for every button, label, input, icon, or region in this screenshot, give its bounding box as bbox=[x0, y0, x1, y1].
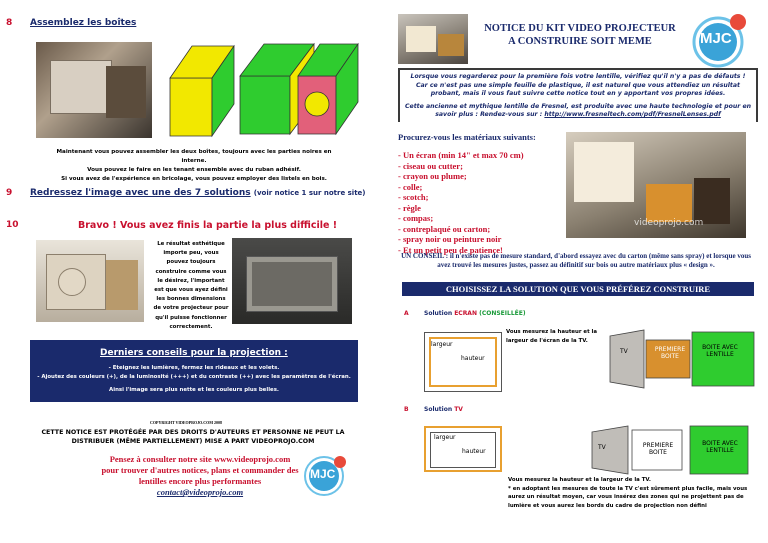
option-b-tv-label: TV bbox=[598, 444, 606, 451]
advice-line-2: - Ajoutez des couleurs (+), de la lumino… bbox=[37, 374, 351, 380]
material-item: - Un écran (min 14" et max 70 cm) bbox=[398, 150, 524, 160]
logo-small-text: MJC bbox=[310, 467, 336, 481]
logo-main: MJC bbox=[690, 10, 754, 70]
option-b-note: * en adoptant les mesures de toute la TV… bbox=[508, 485, 748, 509]
contact-email-link[interactable]: contact@videoprojo.com bbox=[156, 487, 244, 497]
intro-paragraph-2: Cette ancienne et mythique lentille de F… bbox=[404, 103, 752, 120]
protected-notice: CETTE NOTICE EST PROTÉGÉE PAR DES DROITS… bbox=[41, 429, 345, 445]
promo-text: Pensez à consulter notre site www.videop… bbox=[100, 454, 300, 498]
material-item: - spray noir ou peinture noir bbox=[398, 234, 502, 244]
logo-small: MJC bbox=[302, 450, 352, 500]
copyright: COPYRIGHT VIDEOPROJO.COM 2008 bbox=[150, 420, 222, 425]
choose-banner: CHOISISSEZ LA SOLUTION QUE VOUS PRÉFÉREZ… bbox=[402, 282, 754, 296]
intro-paragraph-1: Lorsque vous regarderez pour la première… bbox=[410, 73, 746, 97]
option-b-letter: B bbox=[404, 406, 409, 413]
page-title-line-1: NOTICE DU KIT VIDEO PROJECTEUR bbox=[484, 23, 676, 34]
option-a-ecran: ECRAN bbox=[454, 310, 477, 317]
assembly-photo bbox=[36, 42, 152, 138]
option-a-tv-label: TV bbox=[620, 348, 628, 355]
material-item: - colle; bbox=[398, 181, 423, 192]
section-8-number: 8 bbox=[6, 18, 13, 28]
page-title: NOTICE DU KIT VIDEO PROJECTEUR A CONSTRU… bbox=[470, 22, 690, 48]
projector-photo-2 bbox=[232, 238, 352, 324]
section-9-number: 9 bbox=[6, 188, 13, 198]
room-photo: videoprojo.com bbox=[566, 132, 746, 238]
box-diagrams bbox=[169, 42, 359, 138]
option-b-label: Solution bbox=[424, 406, 453, 413]
option-a-letter: A bbox=[404, 310, 409, 317]
page-title-line-2: A CONSTRUIRE SOIT MEME bbox=[508, 36, 652, 47]
material-item: - ciseau ou cutter; bbox=[398, 160, 463, 171]
material-item: - compas; bbox=[398, 213, 434, 223]
option-b-tv-diagram: largeur hauteur bbox=[424, 426, 502, 472]
fresnel-link[interactable]: http://www.fresneltech.com/pdf/FresnelLe… bbox=[544, 111, 721, 118]
option-b-tv: TV bbox=[454, 406, 463, 413]
option-b-text: Vous mesurez la hauteur et la largeur de… bbox=[508, 476, 754, 510]
intro-paragraph-2-text: Cette ancienne et mythique lentille de F… bbox=[404, 102, 752, 119]
assemble-instructions: Maintenant vous pouvez assembler les deu… bbox=[44, 148, 344, 184]
box-diagram-3 bbox=[297, 42, 359, 136]
header-photo bbox=[398, 14, 468, 64]
material-item: - contreplaqué ou carton; bbox=[398, 223, 491, 234]
option-b-largeur: largeur bbox=[434, 434, 456, 441]
materials-title: Procurez-vous les matériaux suivants: bbox=[398, 132, 536, 142]
option-a-label: Solution bbox=[424, 310, 453, 317]
option-a-lens-box-label: BOITE AVEC LENTILLE bbox=[702, 344, 738, 358]
option-b-first-box-label: PREMIERE BOITE bbox=[642, 442, 674, 456]
assemble-line-1: Maintenant vous pouvez assembler les deu… bbox=[56, 149, 332, 164]
option-a-largeur: largeur bbox=[431, 341, 453, 348]
option-a-first-box-label: PREMIERE BOITE bbox=[654, 346, 686, 360]
material-item: - scotch; bbox=[398, 192, 429, 202]
option-b-lens-box-label: BOITE AVEC LENTILLE bbox=[702, 440, 738, 454]
assemble-line-2: Vous pouvez le faire en les tenant ensem… bbox=[87, 167, 301, 173]
material-item: - crayon ou plume; bbox=[398, 171, 467, 181]
option-b-projector-diagram bbox=[591, 425, 749, 475]
assemble-line-3: Si vous avez de l'expérience en bricolag… bbox=[61, 176, 327, 182]
section-10-title: Bravo ! Vous avez finis la partie la plu… bbox=[78, 220, 338, 231]
option-a-title: Solution ECRAN (CONSEILLÉE) bbox=[424, 310, 526, 317]
option-b-hauteur: hauteur bbox=[462, 448, 486, 455]
option-a-conseil: (CONSEILLÉE) bbox=[479, 310, 526, 317]
section-9-heading: Redressez l'image avec une des 7 solutio… bbox=[30, 188, 366, 198]
material-item: - Et un petit peu de patience! bbox=[398, 244, 503, 255]
option-a-desc: Vous mesurez la hauteur et la largeur de… bbox=[506, 329, 598, 344]
conseil-text: UN CONSEIL : il n'existe pas de mesure s… bbox=[401, 252, 751, 269]
section-9-note: (voir notice 1 sur notre site) bbox=[253, 189, 366, 197]
advice-lines: - Eteignez les lumières, fermez les ride… bbox=[30, 364, 358, 395]
intro-box: Lorsque vous regarderez pour la première… bbox=[400, 70, 756, 123]
advice-title: Derniers conseils pour la projection : bbox=[100, 348, 288, 358]
watermark: videoprojo.com bbox=[634, 218, 704, 228]
option-b-title: Solution TV bbox=[424, 406, 463, 413]
option-a-hauteur: hauteur bbox=[461, 355, 485, 362]
material-item: - règle bbox=[398, 202, 421, 213]
option-a-projector-diagram bbox=[609, 329, 755, 389]
option-b-desc: Vous mesurez la hauteur et la largeur de… bbox=[508, 477, 651, 483]
promo-line: Pensez à consulter notre site www.videop… bbox=[101, 454, 299, 486]
section-10-number: 10 bbox=[6, 220, 19, 230]
option-a-tv-diagram: largeur hauteur bbox=[424, 332, 502, 392]
advice-box: Derniers conseils pour la projection : -… bbox=[30, 340, 358, 402]
result-text: Le résultat esthétique importe peu, vous… bbox=[153, 241, 229, 330]
section-9-title: Redressez l'image avec une des 7 solutio… bbox=[30, 188, 251, 198]
materials-list: - Un écran (min 14" et max 70 cm) - cise… bbox=[398, 150, 524, 255]
logo-main-text: MJC bbox=[700, 30, 732, 47]
advice-line-3: Ainsi l'image sera plus nette et les cou… bbox=[109, 387, 279, 393]
advice-line-1: - Eteignez les lumières, fermez les ride… bbox=[108, 365, 280, 371]
section-8-title: Assemblez les boîtes bbox=[30, 18, 137, 28]
projector-photo-1 bbox=[36, 240, 144, 322]
box-diagram-1 bbox=[169, 44, 235, 138]
